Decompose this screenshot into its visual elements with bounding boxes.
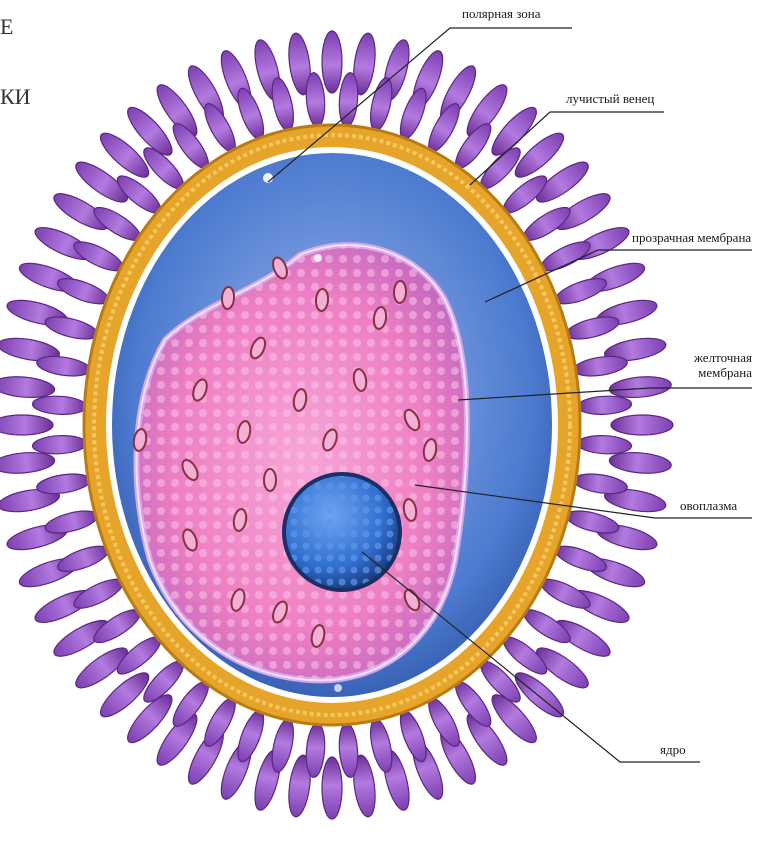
label-vitelline-line1: желточная <box>672 350 752 365</box>
corona-cell <box>577 434 632 455</box>
corona-cell <box>35 353 91 379</box>
corona-cell <box>233 85 269 142</box>
granule <box>264 469 276 491</box>
corona-cell <box>552 541 609 577</box>
corona-cell <box>609 450 672 475</box>
corona-cell <box>322 757 342 819</box>
corona-cell <box>35 471 91 497</box>
corona-cell <box>322 31 342 93</box>
corona-cell <box>572 471 628 497</box>
granule <box>315 289 329 312</box>
corona-cell <box>609 375 672 400</box>
corona-cell <box>268 717 297 774</box>
corona-cell <box>552 273 609 309</box>
granule <box>394 281 407 303</box>
corona-cell <box>268 76 297 133</box>
corona-cell <box>577 395 632 416</box>
corona-cell <box>611 415 673 435</box>
label-vitelline-membrane: желточная мембрана <box>672 350 752 380</box>
label-ooplasm: овоплазма <box>680 498 737 513</box>
corona-cell <box>572 353 628 379</box>
corona-cell <box>0 375 55 400</box>
label-corona-radiata: лучистый венец <box>566 91 654 106</box>
corona-cell <box>305 72 327 127</box>
corona-cell <box>43 507 100 538</box>
corona-cell <box>338 72 360 127</box>
corona-cell <box>32 434 87 455</box>
label-vitelline-line2: мембрана <box>672 365 752 380</box>
corona-cell <box>367 76 396 133</box>
corona-cell <box>233 708 269 765</box>
label-polar-zone: полярная зона <box>462 6 541 21</box>
label-zona-pellucida: прозрачная мембрана <box>632 230 751 245</box>
corona-cell <box>55 273 112 309</box>
corona-cell <box>564 313 621 344</box>
corona-cell <box>395 85 431 142</box>
corona-cell <box>564 507 621 538</box>
label-nucleus: ядро <box>660 742 686 757</box>
corona-cell <box>395 708 431 765</box>
corona-cell <box>55 541 112 577</box>
granule <box>221 287 235 310</box>
corona-cell <box>43 313 100 344</box>
corona-cell <box>338 723 360 778</box>
corona-cell <box>367 717 396 774</box>
corona-cell <box>32 395 87 416</box>
corona-cell <box>0 415 53 435</box>
corona-cell <box>0 450 55 475</box>
corona-cell <box>305 723 327 778</box>
